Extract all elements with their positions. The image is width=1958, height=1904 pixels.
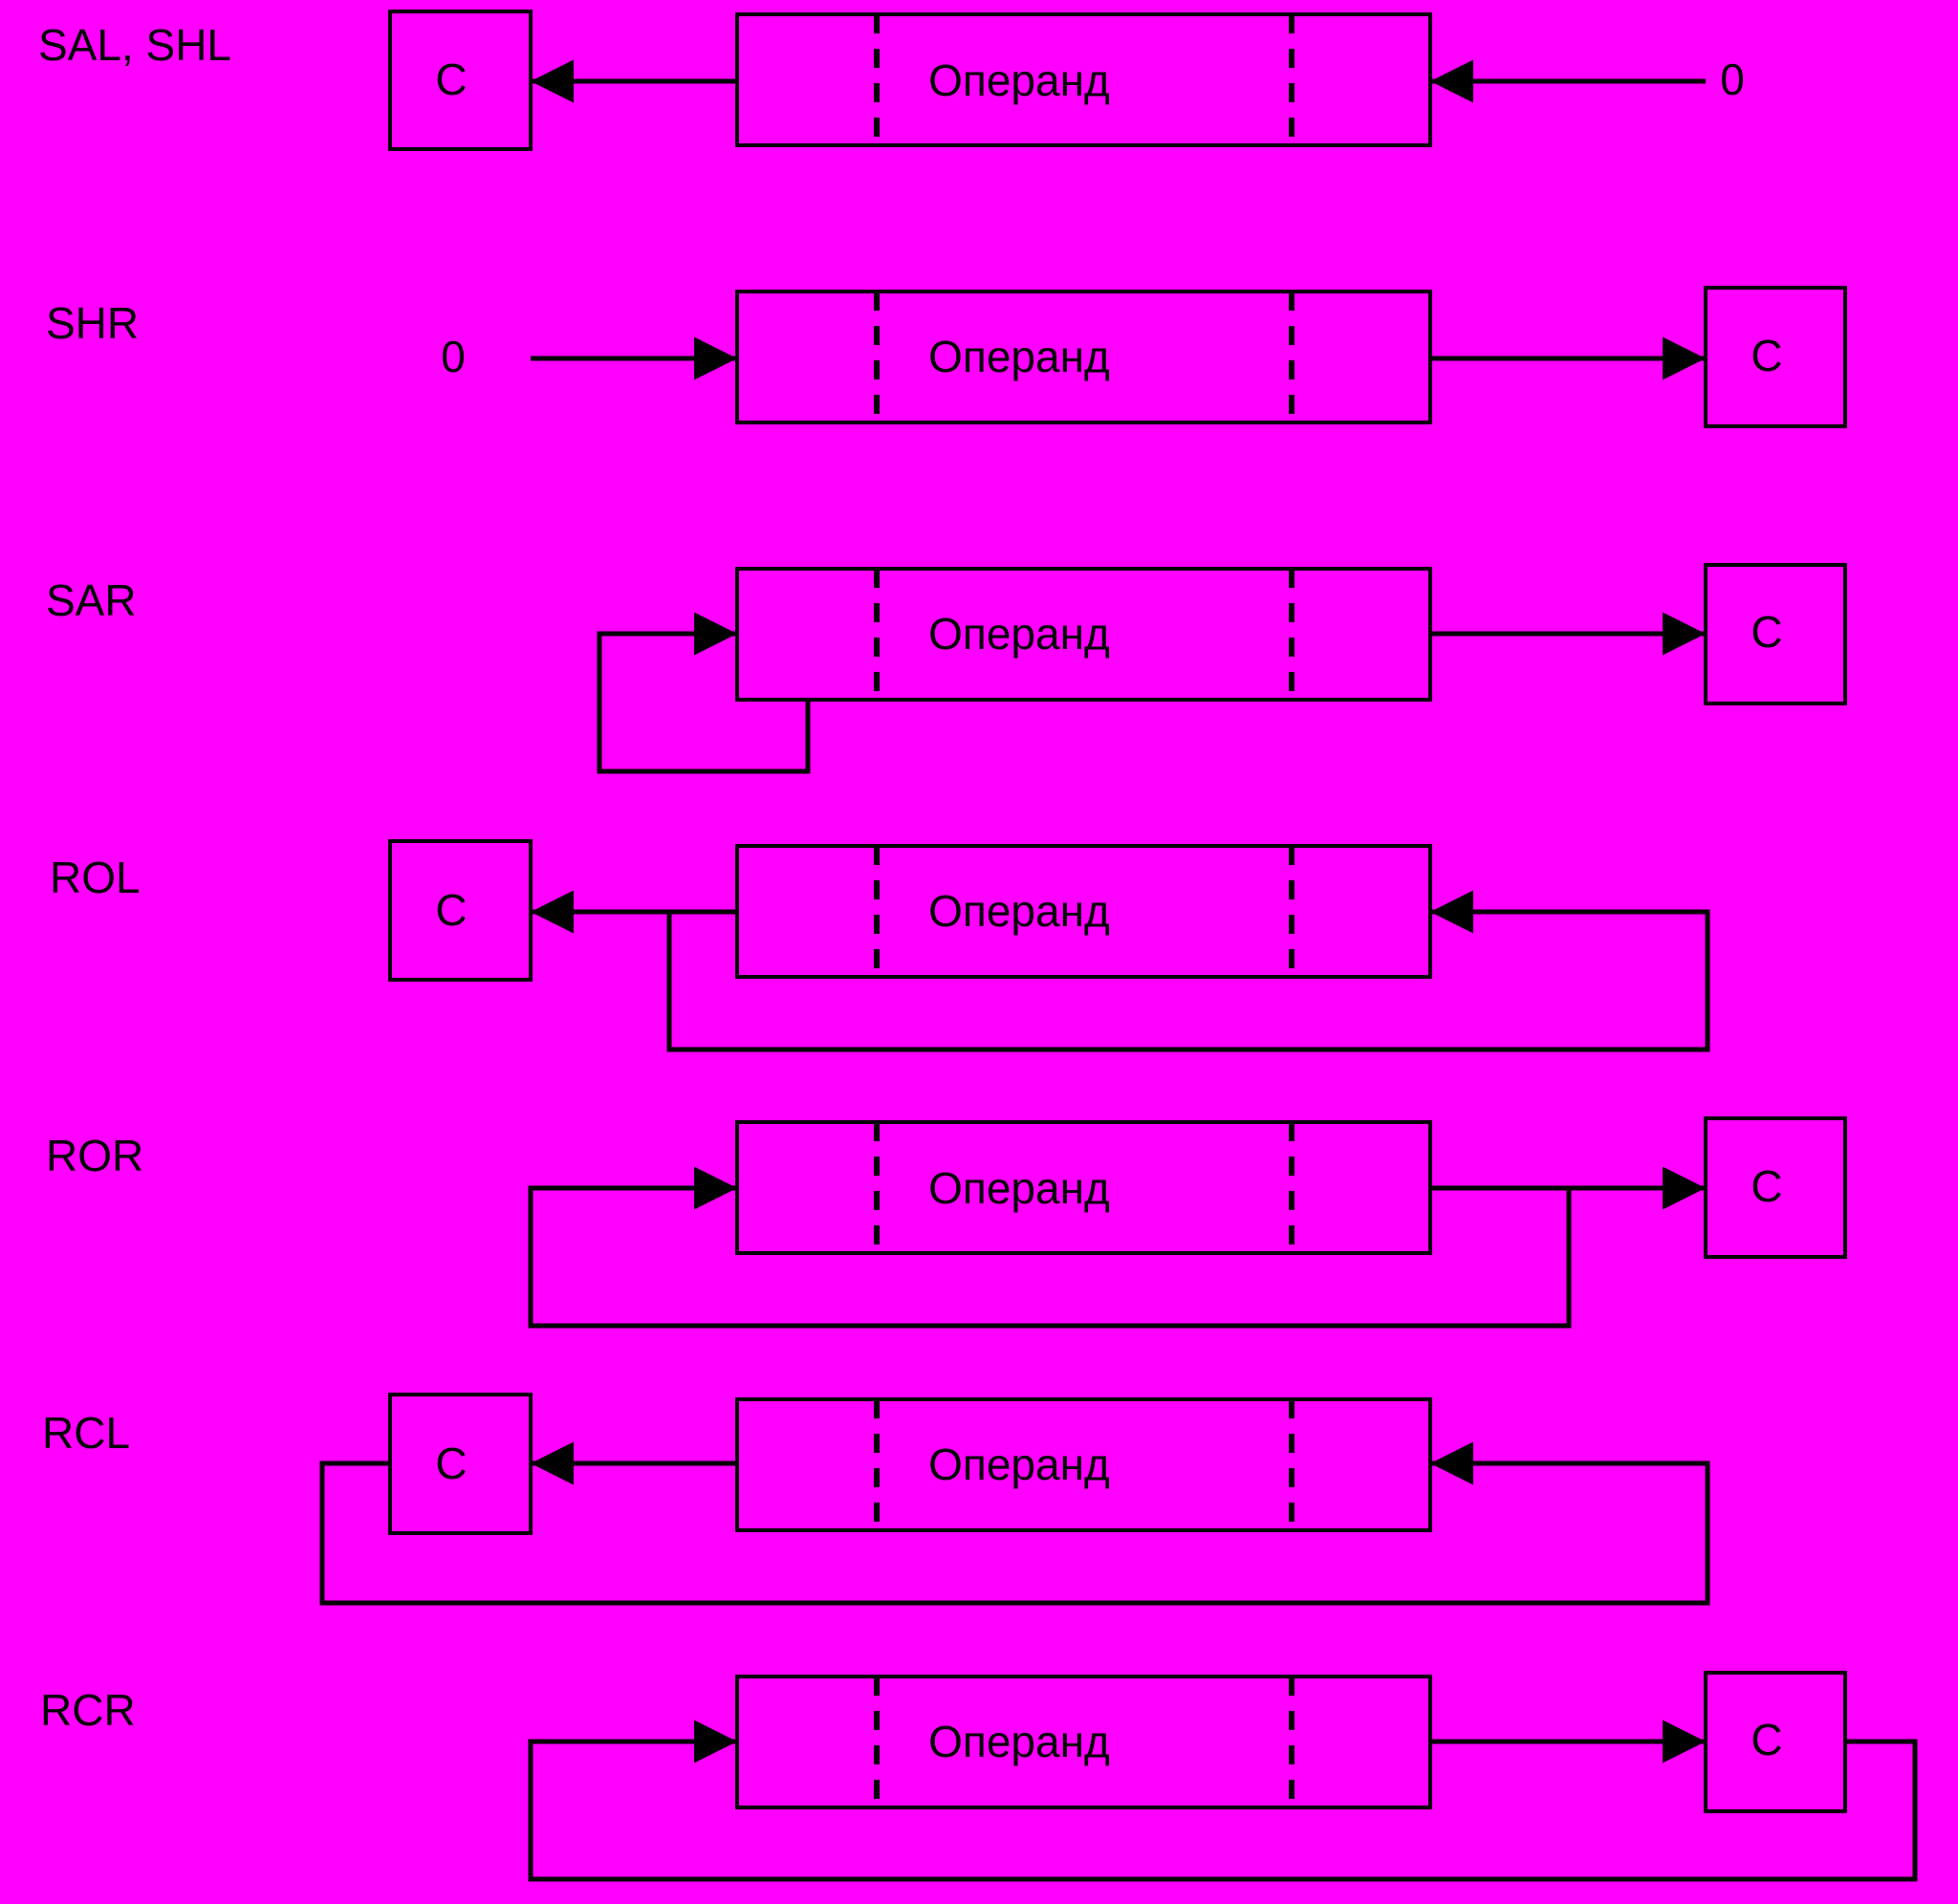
instruction-label: ROR: [46, 1131, 143, 1180]
zero-label: 0: [441, 332, 466, 381]
carry-box: [1704, 286, 1847, 428]
carry-box: [1704, 563, 1847, 705]
carry-label: C: [435, 54, 467, 104]
rotate-through-carry-arrow: [319, 1441, 1710, 1606]
instruction-label: SAR: [46, 575, 137, 625]
sign-bit-feedback-arrow: [597, 612, 811, 774]
operand-label: Операнд: [928, 609, 1110, 659]
operand-label: Операнд: [928, 332, 1110, 381]
row-sar: SAR Операнд C: [46, 563, 1847, 774]
carry-label: C: [1751, 331, 1782, 380]
carry-label: C: [435, 885, 467, 935]
operand-label: Операнд: [928, 1163, 1110, 1213]
instruction-label: ROL: [50, 853, 141, 902]
row-ror: ROR Операнд C: [46, 1116, 1847, 1329]
instruction-label: RCR: [40, 1685, 136, 1735]
carry-box: [1704, 1116, 1847, 1259]
row-sal-shl: SAL, SHL C Операнд 0: [38, 10, 1745, 151]
instruction-label: SHR: [46, 298, 139, 348]
row-rol: ROL C Операнд: [50, 839, 1710, 1052]
operand-label: Операнд: [928, 1717, 1110, 1766]
instruction-label: RCL: [42, 1408, 130, 1458]
rotate-feedback-arrow: [666, 890, 1710, 1052]
operand-label: Операнд: [928, 55, 1110, 105]
carry-label: C: [1751, 1715, 1782, 1764]
row-shr: SHR 0 Операнд C: [46, 286, 1847, 428]
row-rcl: RCL C Операнд: [42, 1393, 1710, 1606]
rotate-through-carry-arrow: [528, 1720, 1918, 1882]
zero-label: 0: [1720, 54, 1745, 104]
carry-label: C: [1751, 607, 1782, 657]
operand-label: Операнд: [928, 886, 1110, 936]
carry-label: C: [1751, 1161, 1782, 1211]
carry-label: C: [435, 1439, 467, 1488]
rotate-feedback-arrow: [528, 1166, 1572, 1329]
instruction-label: SAL, SHL: [38, 20, 231, 70]
row-rcr: RCR Операнд C: [40, 1671, 1918, 1882]
operand-label: Операнд: [928, 1439, 1110, 1489]
